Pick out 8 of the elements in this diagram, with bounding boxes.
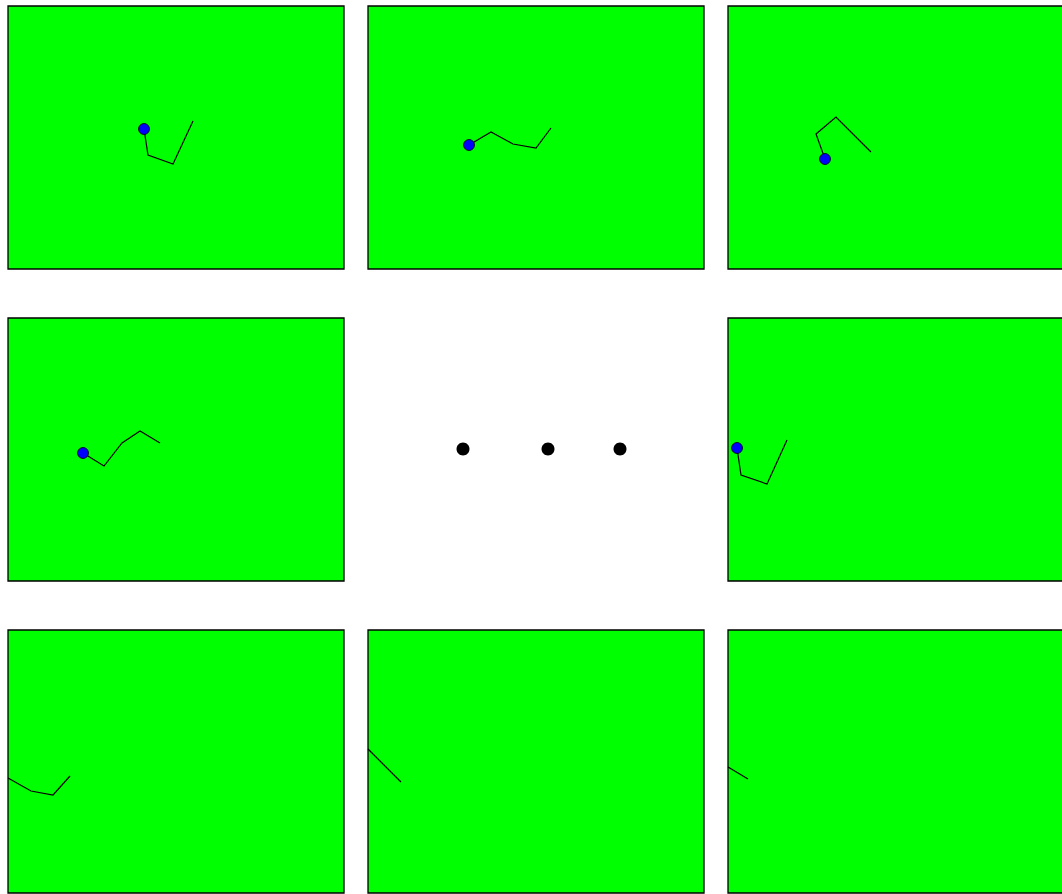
plot-panel bbox=[727, 629, 1062, 894]
plot-panel bbox=[727, 317, 1062, 582]
plot-panel bbox=[367, 629, 705, 894]
plot-panel bbox=[727, 5, 1062, 270]
plot-panel bbox=[7, 317, 345, 582]
plot-panel bbox=[7, 629, 345, 894]
plot-panel bbox=[367, 5, 705, 270]
plot-panel bbox=[7, 5, 345, 270]
